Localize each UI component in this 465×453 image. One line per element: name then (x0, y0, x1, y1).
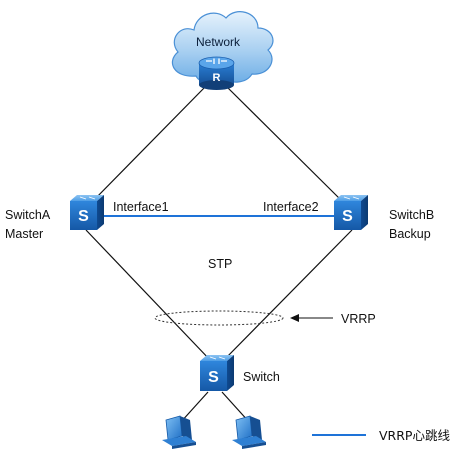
link-switch-a-access (85, 229, 213, 363)
links (85, 85, 353, 424)
link-switch-b-access (221, 229, 353, 363)
pc-right-icon (232, 415, 266, 449)
switch-b-role: Backup (389, 227, 431, 241)
switch-b-name: SwitchB (389, 208, 434, 222)
stp-label: STP (208, 257, 232, 271)
switch-a-icon (70, 195, 104, 230)
vrrp-arrow (290, 314, 333, 322)
router-letter: R (213, 72, 221, 84)
legend: VRRP心跳线 (312, 428, 450, 443)
switch-a-name: SwitchA (5, 208, 51, 222)
switch-a-letter: S (78, 208, 89, 225)
access-switch-letter: S (208, 369, 219, 386)
vrrp-label: VRRP (341, 312, 376, 326)
access-switch-name: Switch (243, 370, 280, 384)
switch-a-role: Master (5, 227, 43, 241)
link-router-switch-a (91, 85, 207, 203)
legend-label: VRRP心跳线 (379, 428, 450, 443)
link-router-switch-b (225, 85, 344, 203)
pc-left-icon (162, 415, 196, 449)
access-switch-icon (200, 355, 234, 391)
interface1-label: Interface1 (113, 200, 169, 214)
switch-b-letter: S (342, 208, 353, 225)
link-access-pc-left (179, 391, 209, 424)
router-icon (198, 56, 235, 90)
interface2-label: Interface2 (263, 200, 319, 214)
vrrp-group-ellipse (154, 310, 284, 326)
network-label: Network (196, 35, 241, 49)
switch-b-icon (334, 195, 368, 230)
